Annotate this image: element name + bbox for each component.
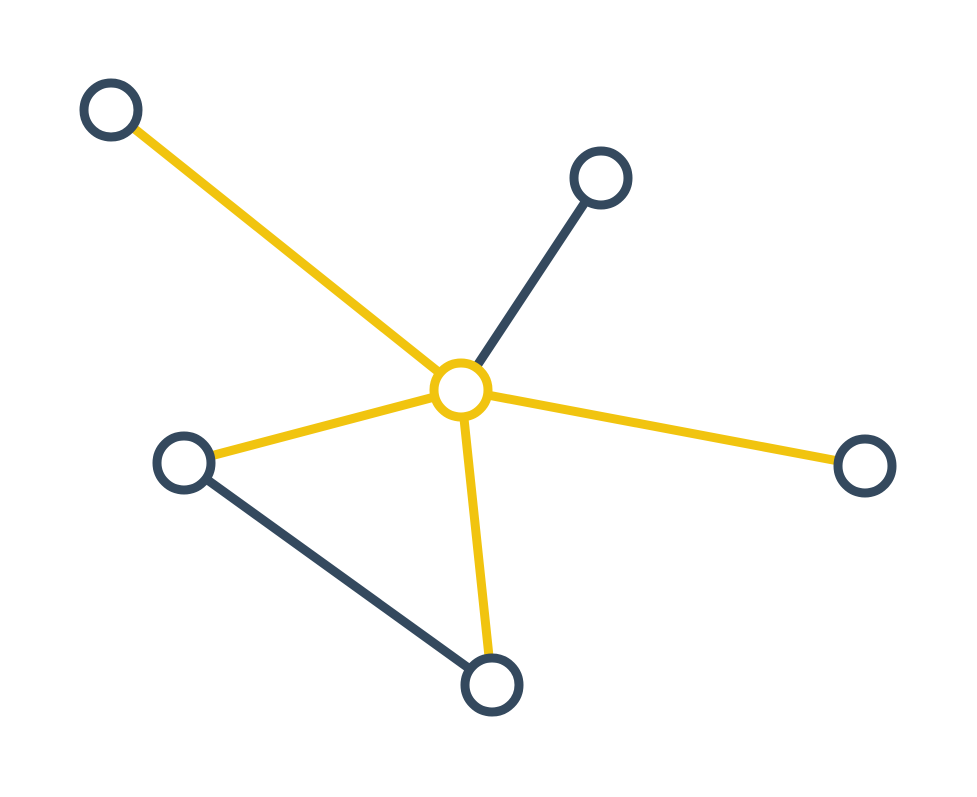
node-left	[152, 431, 216, 495]
node-bottom	[460, 653, 524, 717]
edge-hub-bottom	[456, 389, 497, 686]
edge-hub-left	[182, 385, 463, 468]
node-hub	[429, 358, 493, 422]
nodes-layer	[79, 78, 897, 717]
edge-hub-right	[460, 385, 866, 471]
node-right	[833, 434, 897, 498]
edge-hub-top-right	[457, 175, 605, 393]
node-top-left	[79, 78, 143, 142]
node-top-right	[569, 146, 633, 210]
edge-left-bottom	[181, 459, 495, 689]
edge-hub-top-left	[108, 106, 464, 394]
edges-layer	[108, 106, 866, 689]
